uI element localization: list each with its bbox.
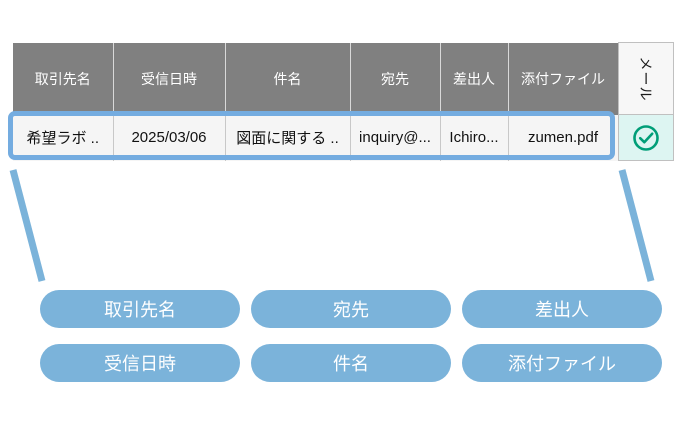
- column-header-mail[interactable]: メール: [617, 42, 674, 115]
- cell-recipient[interactable]: inquiry@...: [350, 114, 441, 161]
- cell-sender[interactable]: Ichiro...: [440, 114, 509, 161]
- column-header-partner-name[interactable]: 取引先名: [13, 42, 114, 115]
- mail-table-grid: 取引先名 受信日時 件名 宛先 差出人 添付ファイル メール 希望ラボ .. 2…: [13, 42, 674, 161]
- column-header-mail-label: メール: [637, 56, 654, 101]
- cell-subject[interactable]: 図面に関する ..: [225, 114, 351, 161]
- table-header-row: 取引先名 受信日時 件名 宛先 差出人 添付ファイル メール: [13, 42, 674, 115]
- column-header-subject[interactable]: 件名: [225, 42, 351, 115]
- cell-partner-name[interactable]: 希望ラボ ..: [13, 114, 114, 161]
- check-circle-icon: [632, 124, 659, 151]
- pill-sender[interactable]: 差出人: [462, 290, 662, 328]
- pill-received-datetime[interactable]: 受信日時: [40, 344, 240, 382]
- table-row[interactable]: 希望ラボ .. 2025/03/06 図面に関する .. inquiry@...…: [13, 114, 674, 161]
- cell-attachment[interactable]: zumen.pdf: [508, 114, 618, 161]
- pill-recipient[interactable]: 宛先: [251, 290, 451, 328]
- mail-table: 取引先名 受信日時 件名 宛先 差出人 添付ファイル メール 希望ラボ .. 2…: [8, 42, 674, 164]
- pill-partner-name[interactable]: 取引先名: [40, 290, 240, 328]
- column-header-recipient[interactable]: 宛先: [350, 42, 441, 115]
- column-header-attachment[interactable]: 添付ファイル: [508, 42, 618, 115]
- column-header-sender[interactable]: 差出人: [440, 42, 509, 115]
- cell-mail-status[interactable]: [617, 114, 674, 161]
- pill-attachment[interactable]: 添付ファイル: [462, 344, 662, 382]
- connector-right: [618, 169, 655, 282]
- connector-left: [9, 169, 46, 282]
- column-header-received-datetime[interactable]: 受信日時: [113, 42, 226, 115]
- pill-subject[interactable]: 件名: [251, 344, 451, 382]
- cell-received-datetime[interactable]: 2025/03/06: [113, 114, 226, 161]
